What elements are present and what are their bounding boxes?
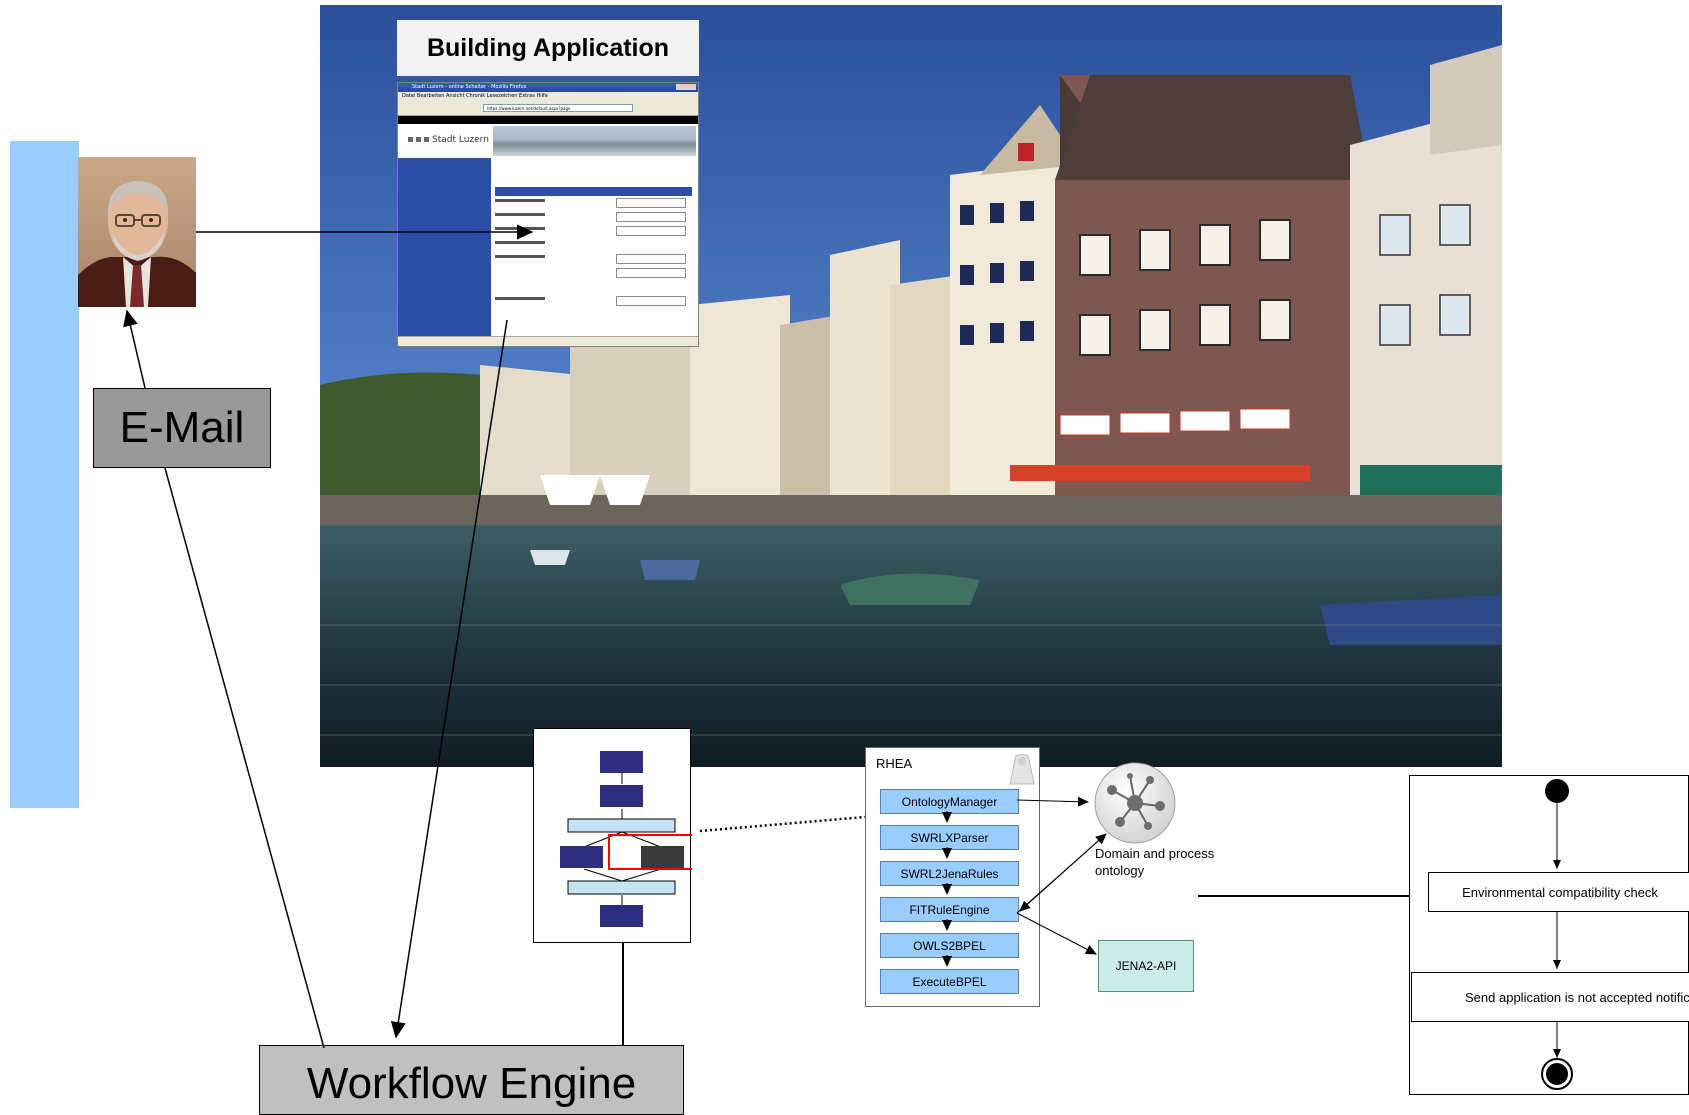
form-input[interactable]: [616, 268, 686, 278]
nav-item[interactable]: [398, 288, 491, 298]
workflow-task: [600, 905, 643, 927]
logo-square-icon: [416, 137, 421, 142]
flow-connector: [583, 868, 623, 882]
form-label: [495, 199, 545, 202]
form-label: [495, 227, 545, 230]
nav-item[interactable]: [398, 218, 491, 228]
site-logo[interactable]: Stadt Luzern: [408, 136, 489, 145]
workflow-task: [560, 846, 603, 868]
site-banner-image: [493, 126, 696, 156]
nav-item[interactable]: [398, 188, 491, 198]
content-paragraph: [495, 161, 692, 183]
site-logo-text: Stadt Luzern: [432, 135, 489, 145]
site-header: Stadt Luzern: [398, 124, 698, 158]
activity-step-label: Send application is not accepted notific…: [1465, 989, 1689, 1005]
jena-api-box: JENA2-API: [1098, 940, 1194, 992]
nav-item[interactable]: [398, 208, 491, 218]
nav-item[interactable]: [398, 238, 491, 248]
site-content: [495, 161, 692, 336]
logo-square-icon: [408, 137, 413, 142]
form-row: [495, 224, 692, 238]
browser-window-title: Stadt Luzern - online Schalter - Mozilla…: [412, 84, 527, 90]
workflow-task: [600, 785, 643, 807]
browser-menubar[interactable]: Datei Bearbeiten Ansicht Chronik Lesezei…: [398, 92, 698, 101]
form-row: [495, 238, 692, 252]
form-label: [495, 241, 545, 244]
arrow-email-to-avatar: [123, 309, 146, 389]
activity-step-send-notification: Send application is not accepted notific…: [1411, 972, 1689, 1022]
workflow-engine-label: Workflow Engine: [306, 1059, 637, 1108]
form-row: [495, 294, 692, 308]
flow-connector: [621, 868, 662, 882]
site-nav[interactable]: [398, 158, 491, 336]
browser-statusbar: [398, 336, 698, 346]
rhea-component-owls2bpel[interactable]: OWLS2BPEL: [880, 933, 1019, 958]
form-section-header: [495, 187, 692, 196]
workflow-diagram: [533, 728, 702, 943]
form-input[interactable]: [616, 212, 686, 222]
browser-menu-text: Datei Bearbeiten Ansicht Chronik Lesezei…: [402, 93, 548, 99]
nav-item[interactable]: [398, 258, 491, 268]
browser-window[interactable]: Stadt Luzern - online Schalter - Mozilla…: [397, 82, 699, 347]
building-application-title: Building Application: [397, 20, 699, 76]
email-box: E-Mail: [93, 388, 271, 468]
form-row: [495, 210, 692, 224]
form-row: [495, 252, 692, 266]
form-input[interactable]: [616, 296, 686, 306]
nav-item[interactable]: [398, 268, 491, 278]
form-input[interactable]: [616, 254, 686, 264]
nav-item[interactable]: [398, 198, 491, 208]
logo-square-icon: [424, 137, 429, 142]
rhea-component-fitruleengine[interactable]: FITRuleEngine: [880, 897, 1019, 922]
form-label: [495, 297, 545, 300]
workflow-task-selected: [641, 846, 684, 868]
activity-step-label: Environmental compatibility check: [1462, 884, 1658, 900]
nav-item[interactable]: [398, 278, 491, 288]
form-label: [495, 255, 545, 258]
nav-item[interactable]: [398, 178, 491, 188]
line-email-to-engine: [164, 467, 325, 1049]
nav-item[interactable]: [398, 158, 491, 168]
workflow-task: [600, 751, 643, 773]
rhea-title: RHEA: [876, 756, 913, 771]
window-controls-icon[interactable]: [676, 84, 696, 90]
form-row: [495, 266, 692, 280]
nav-item[interactable]: [398, 228, 491, 238]
browser-titlebar: Stadt Luzern - online Schalter - Mozilla…: [398, 83, 698, 92]
rhea-component-ontologymanager[interactable]: OntologyManager: [880, 789, 1019, 814]
city-photo: [320, 5, 1502, 767]
browser-toolbar: https://www.luzern.net/default.aspx?page: [398, 101, 698, 116]
form-row: [495, 280, 692, 294]
start-node: [1545, 779, 1569, 803]
email-label: E-Mail: [119, 403, 245, 452]
nav-item[interactable]: [398, 168, 491, 178]
browser-address-bar[interactable]: https://www.luzern.net/default.aspx?page: [483, 104, 633, 112]
activity-diagram: Environmental compatibility check Send a…: [1409, 775, 1689, 1095]
form-row: [495, 196, 692, 210]
form-input[interactable]: [616, 198, 686, 208]
activity-step-compatibility-check: Environmental compatibility check: [1428, 872, 1689, 912]
browser-top-strip: [398, 116, 698, 124]
jena-label: JENA2-API: [1115, 959, 1177, 973]
rhea-component-executebpel[interactable]: ExecuteBPEL: [880, 969, 1019, 994]
user-avatar: [78, 157, 196, 307]
dotted-zoom-line: [699, 815, 866, 833]
app-title-text: Building Application: [426, 33, 670, 62]
nav-item[interactable]: [398, 248, 491, 258]
browser-address-text: https://www.luzern.net/default.aspx?page: [487, 106, 571, 111]
rhea-component-swrlxparser[interactable]: SWRLXParser: [880, 825, 1019, 850]
ontology-label: Domain and process ontology: [1095, 846, 1215, 878]
rhea-panel: RHEA OntologyManager SWRLXParser SWRL2Je…: [865, 747, 1040, 1007]
workflow-join: [567, 880, 676, 895]
side-bar: [10, 141, 79, 808]
workflow-engine-box: Workflow Engine: [259, 1045, 684, 1115]
form-label: [495, 213, 545, 216]
workflow-split: [567, 818, 676, 833]
rhea-statue-icon: [1009, 754, 1035, 785]
ontology-network-icon: [1094, 762, 1176, 844]
rhea-component-swrl2jenarules[interactable]: SWRL2JenaRules: [880, 861, 1019, 886]
form-input[interactable]: [616, 226, 686, 236]
